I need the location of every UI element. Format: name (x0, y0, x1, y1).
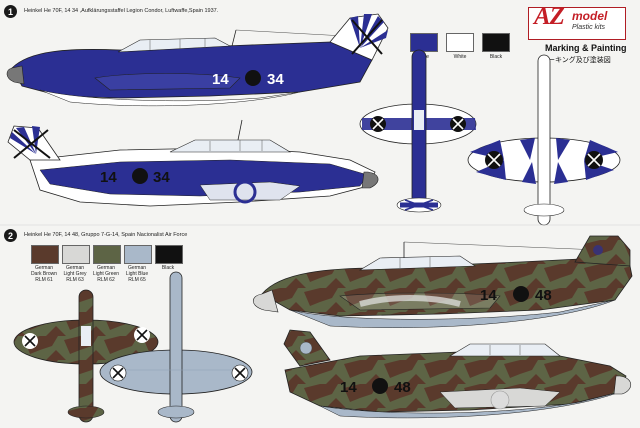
scheme-2-profile-top: 14 48 (252, 235, 633, 328)
scheme-1-code-left-b: 14 (100, 169, 117, 186)
scheme-2-number: 2 (4, 229, 17, 242)
scheme-2-top-view (13, 289, 159, 423)
scheme-1-swatch-label: White (453, 54, 467, 60)
scheme-2-code-right-b: 48 (394, 379, 411, 396)
scheme-2-swatch-label: Black (161, 265, 175, 271)
scheme-2-code-left-b: 14 (340, 379, 357, 396)
brand-logo-box (528, 7, 626, 40)
scheme-2-swatch-light-green (93, 245, 121, 264)
brand-logo-sub: Plastic kits (572, 24, 606, 31)
scheme-1-number: 1 (4, 5, 17, 18)
scheme-2-swatch-light-blue (124, 245, 152, 264)
scheme-1-code-left: 14 (212, 71, 229, 88)
brand-logo-model: model (572, 9, 608, 23)
scheme-1-swatch-black (482, 33, 510, 52)
scheme-1-profile-bottom: 14 34 (7, 119, 379, 207)
scheme-1-swatch-label: Black (489, 54, 503, 60)
scheme-2-swatch-light-grey (62, 245, 90, 264)
scheme-1-code-right: 34 (267, 71, 284, 88)
scheme-1-swatch-white (446, 33, 474, 52)
scheme-2-profile-bottom: 14 48 (283, 329, 632, 419)
scheme-1-caption: Heinkel He 70F, 14 34 ,Aufklärungsstaffe… (24, 8, 219, 14)
scheme-1-code-right-b: 34 (153, 169, 170, 186)
scheme-1-profile-top: 14 34 (6, 13, 389, 107)
scheme-2-caption: Heinkel He 70F, 14 48, Gruppo 7-G-14, Sp… (24, 232, 188, 238)
brand-logo-az: AZ (534, 3, 565, 30)
scheme-2-code-right: 48 (535, 287, 552, 304)
scheme-2-swatch-dark-brown (31, 245, 59, 264)
page-title: Marking & Painting (545, 43, 627, 53)
page-title-jp: マーキング及び塗装図 (541, 57, 611, 64)
scheme-2-code-left: 14 (480, 287, 497, 304)
scheme-1-swatch-blue (410, 33, 438, 52)
scheme-1-top-view (359, 49, 477, 213)
scheme-1-bottom-view (467, 54, 621, 226)
scheme-2-swatch-black (155, 245, 183, 264)
scheme-2-bottom-view (99, 271, 253, 423)
